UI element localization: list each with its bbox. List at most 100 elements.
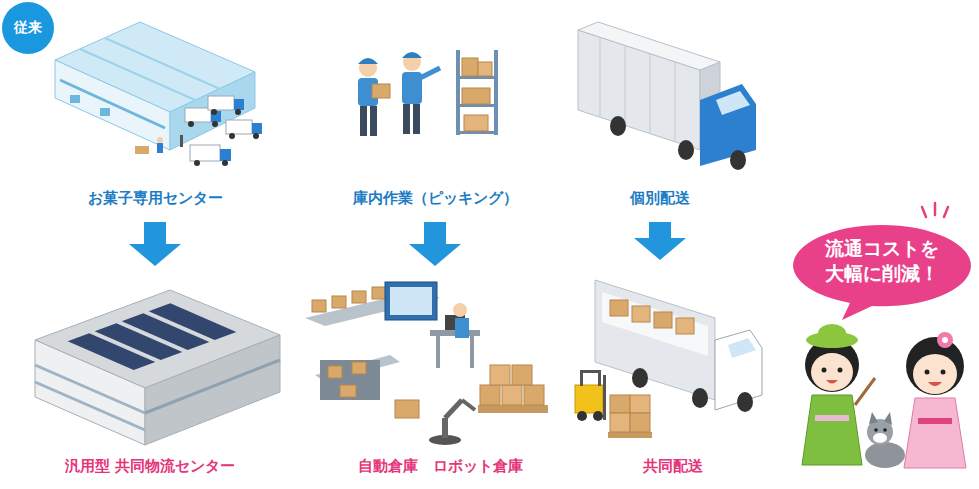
mascot-girl bbox=[937, 332, 953, 348]
shared-truck bbox=[595, 280, 715, 400]
emphasis-marks bbox=[922, 203, 948, 217]
small-truck bbox=[194, 160, 200, 166]
shared-truck bbox=[610, 300, 628, 316]
automated-warehouse bbox=[372, 287, 386, 299]
automated-warehouse bbox=[502, 385, 522, 405]
logistics-center bbox=[145, 360, 280, 413]
small-worker bbox=[135, 146, 149, 154]
caption: お菓子専用センター bbox=[40, 189, 270, 208]
automated-warehouse bbox=[436, 336, 440, 368]
small-truck bbox=[222, 160, 228, 166]
delivery-truck bbox=[578, 22, 720, 70]
automated-warehouse bbox=[395, 400, 419, 418]
flow-arrow bbox=[409, 222, 461, 266]
delivery-truck bbox=[678, 140, 694, 160]
shared-truck bbox=[728, 338, 756, 358]
mascot-dog bbox=[884, 412, 892, 425]
mascot-dog bbox=[873, 433, 887, 443]
forklift bbox=[608, 432, 652, 438]
shared-truck bbox=[632, 368, 648, 388]
small-truck bbox=[226, 120, 252, 134]
shelf bbox=[494, 50, 498, 135]
mascot-girl bbox=[913, 354, 957, 394]
automated-warehouse bbox=[453, 303, 467, 317]
worker-figure bbox=[402, 72, 422, 104]
process-item: 汎用型 共同物流センター bbox=[15, 268, 285, 480]
small-truck bbox=[208, 96, 244, 115]
mascot-dog bbox=[865, 412, 905, 468]
warehouse-building bbox=[105, 38, 220, 89]
delivery-truck bbox=[675, 62, 676, 142]
mascot-girl bbox=[904, 332, 966, 468]
automated-warehouse bbox=[352, 362, 366, 374]
worker-figure bbox=[359, 59, 377, 77]
mascot-girl bbox=[942, 337, 948, 343]
small-truck bbox=[253, 133, 259, 139]
automated-warehouse bbox=[328, 366, 342, 378]
worker-figure bbox=[370, 106, 377, 136]
warehouse-building bbox=[60, 80, 165, 128]
warehouse-building bbox=[80, 49, 195, 100]
worker-figure bbox=[360, 106, 367, 136]
mascot-girl bbox=[822, 368, 827, 373]
automated-warehouse bbox=[470, 336, 474, 368]
label-text: 従来 bbox=[14, 19, 42, 37]
worker-figure bbox=[372, 84, 390, 98]
shared-truck bbox=[595, 280, 762, 412]
forklift bbox=[610, 413, 630, 432]
worker-figure bbox=[403, 53, 421, 71]
small-truck bbox=[212, 121, 218, 127]
worker-figure bbox=[420, 68, 440, 78]
mascot-girl bbox=[802, 395, 862, 465]
process-item: お菓子専用センター bbox=[40, 15, 270, 212]
shelf bbox=[462, 58, 478, 76]
mascot-dog bbox=[874, 428, 878, 432]
mascot-girl bbox=[838, 368, 843, 373]
automated-warehouse bbox=[480, 385, 500, 405]
mascot-girl bbox=[811, 353, 853, 391]
small-truck bbox=[208, 96, 234, 110]
small-worker bbox=[157, 143, 163, 153]
mascot-girl bbox=[855, 378, 875, 405]
automated-warehouse bbox=[352, 291, 366, 303]
small-truck bbox=[220, 149, 231, 161]
automated-warehouse bbox=[462, 400, 475, 410]
forklift bbox=[575, 385, 603, 413]
mascot-dog bbox=[883, 428, 887, 432]
delivery-truck bbox=[578, 22, 756, 170]
mascot-girl bbox=[941, 370, 946, 375]
logistics-center bbox=[149, 303, 237, 340]
shared-truck bbox=[692, 388, 708, 408]
automated-warehouse bbox=[455, 318, 469, 338]
delivery-truck bbox=[650, 54, 651, 134]
delivery-truck bbox=[610, 116, 626, 136]
automated-warehouse bbox=[512, 365, 532, 385]
forklift bbox=[598, 372, 601, 386]
forklift bbox=[593, 411, 603, 421]
small-truck bbox=[188, 121, 194, 127]
warehouse-building bbox=[170, 72, 255, 150]
delivery-truck bbox=[625, 45, 626, 125]
automated-warehouse bbox=[445, 400, 462, 418]
small-worker bbox=[180, 135, 183, 147]
flow-arrow bbox=[634, 222, 686, 260]
label-text: 庫内作業（ピッキング） bbox=[353, 189, 518, 207]
emphasis-marks bbox=[934, 203, 937, 215]
mascot-girl bbox=[906, 337, 964, 395]
mascot-girl bbox=[918, 418, 952, 424]
caption: 汎用型 共同物流センター bbox=[15, 457, 285, 476]
mascot-dog bbox=[869, 412, 878, 424]
caption: 個別配送 bbox=[560, 189, 760, 208]
delivery-truck bbox=[700, 84, 756, 166]
forklift bbox=[603, 375, 606, 420]
forklift bbox=[630, 395, 650, 413]
delivery-truck bbox=[730, 150, 746, 170]
delivery-truck bbox=[716, 91, 750, 115]
mascot-girl bbox=[904, 398, 966, 468]
small-worker bbox=[157, 137, 163, 143]
process-item: 個別配送 bbox=[560, 15, 760, 212]
automated-warehouse bbox=[385, 282, 437, 320]
automated-warehouse bbox=[478, 405, 548, 413]
small-truck bbox=[229, 133, 235, 139]
mascot-girl bbox=[818, 324, 846, 342]
